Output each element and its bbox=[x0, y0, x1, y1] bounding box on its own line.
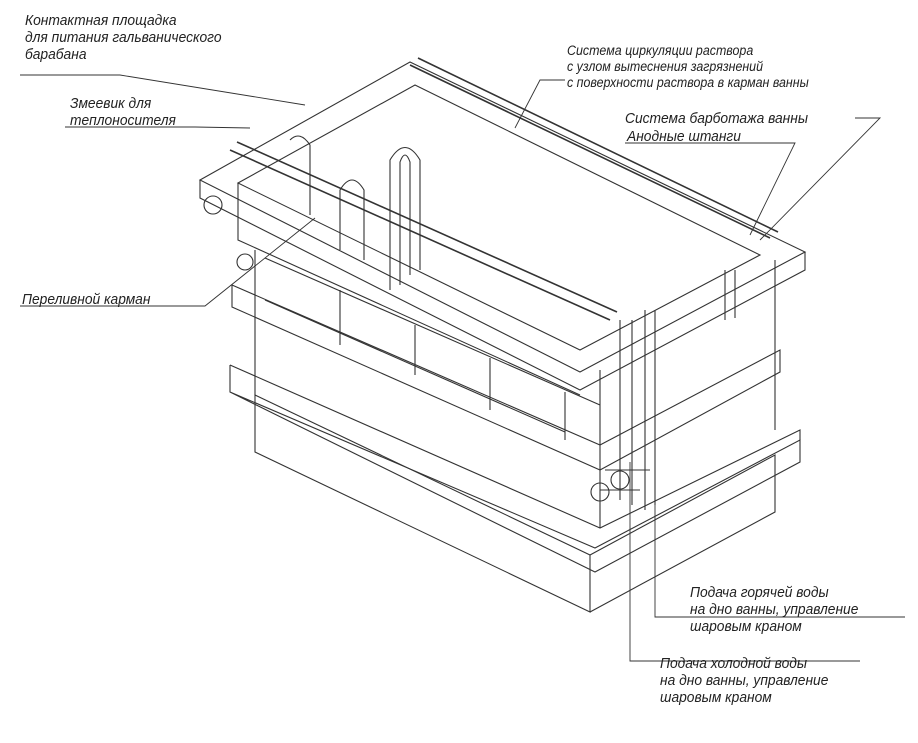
tank-rim bbox=[198, 61, 807, 396]
label-line: барабана bbox=[25, 46, 87, 63]
label-line: Подача холодной воды bbox=[660, 655, 808, 672]
label-line: шаровым краном bbox=[690, 618, 802, 635]
label-line: Змеевик для bbox=[70, 95, 152, 112]
label-line: Система барботажа ванны bbox=[625, 110, 809, 127]
label-line: для питания гальванического bbox=[25, 29, 222, 46]
label-line: Подача горячей воды bbox=[690, 584, 829, 601]
label-line: Система циркуляции раствора bbox=[567, 43, 754, 58]
label-line: на дно ванны, управление bbox=[690, 601, 859, 618]
label-line: на дно ванны, управление bbox=[660, 672, 829, 689]
label-contact-pad: Контактная площадка для питания гальвани… bbox=[25, 12, 222, 63]
water-pipes bbox=[203, 195, 736, 510]
label-line: Анодные штанги bbox=[627, 128, 741, 145]
label-circulation: Система циркуляции раствора с узлом выте… bbox=[567, 43, 809, 91]
label-line: шаровым краном bbox=[660, 689, 772, 706]
label-line: теплоносителя bbox=[70, 112, 176, 129]
leader-lines bbox=[20, 74, 905, 662]
label-anode-bars: Анодные штанги bbox=[627, 128, 741, 145]
tank-base bbox=[229, 364, 801, 613]
label-overflow-pocket: Переливной карман bbox=[22, 291, 150, 308]
label-cold-water: Подача холодной воды на дно ванны, управ… bbox=[660, 655, 828, 706]
label-line: с узлом вытеснения загрязнений bbox=[567, 59, 764, 74]
label-hot-water: Подача горячей воды на дно ванны, управл… bbox=[690, 584, 858, 635]
tank-body bbox=[231, 250, 781, 528]
label-line: Контактная площадка bbox=[25, 12, 177, 29]
anode-bars bbox=[229, 57, 779, 321]
label-line: Переливной карман bbox=[22, 291, 151, 308]
heating-coil bbox=[289, 135, 421, 290]
label-line: с поверхности раствора в карман ванны bbox=[567, 75, 809, 90]
label-bubbling: Система барботажа ванны bbox=[625, 110, 808, 127]
label-coil: Змеевик для теплоносителя bbox=[70, 95, 176, 129]
